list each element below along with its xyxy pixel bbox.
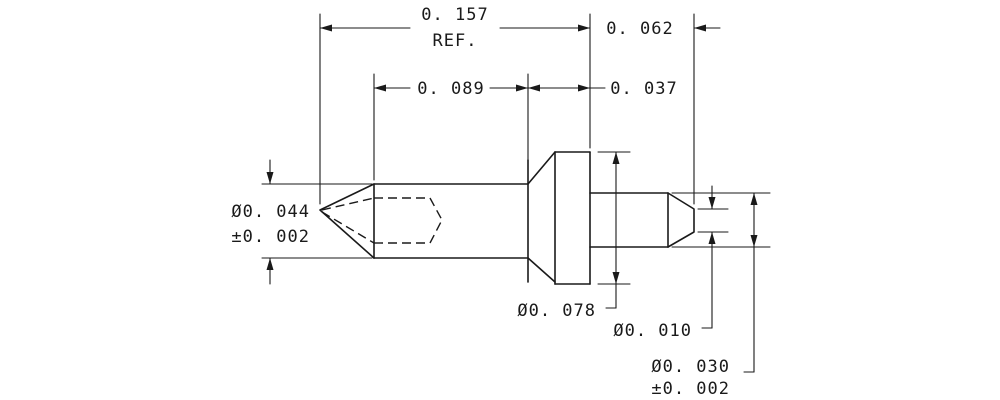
tip-length-value: 0. 062 <box>606 19 673 39</box>
rear-diameter-tolerance: ±0. 002 <box>651 379 730 399</box>
dimension-labels: 0. 157 REF. 0. 062 0. 089 0. 037 Ø0. 044… <box>231 5 730 399</box>
overall-length-value: 0. 157 <box>421 5 488 25</box>
collar-diameter-value: Ø0. 078 <box>517 301 596 321</box>
front-diameter-value: Ø0. 044 <box>231 202 310 222</box>
rear-diameter-value: Ø0. 030 <box>651 357 730 377</box>
taper-bottom <box>527 257 556 283</box>
pin-outline <box>319 151 695 285</box>
rear-tip <box>667 192 695 248</box>
hidden-bore <box>321 197 443 244</box>
front-cone <box>319 183 375 259</box>
horizontal-dimensions <box>319 24 721 92</box>
front-diameter-tolerance: ±0. 002 <box>231 227 310 247</box>
taper-top <box>527 151 556 185</box>
extension-lines <box>261 13 771 285</box>
overall-length-note: REF. <box>433 31 478 51</box>
collar-length-value: 0. 037 <box>610 79 677 99</box>
front-length-value: 0. 089 <box>417 79 484 99</box>
vertical-dimensions <box>266 151 758 373</box>
tip-flat-diameter-value: Ø0. 010 <box>613 321 692 341</box>
